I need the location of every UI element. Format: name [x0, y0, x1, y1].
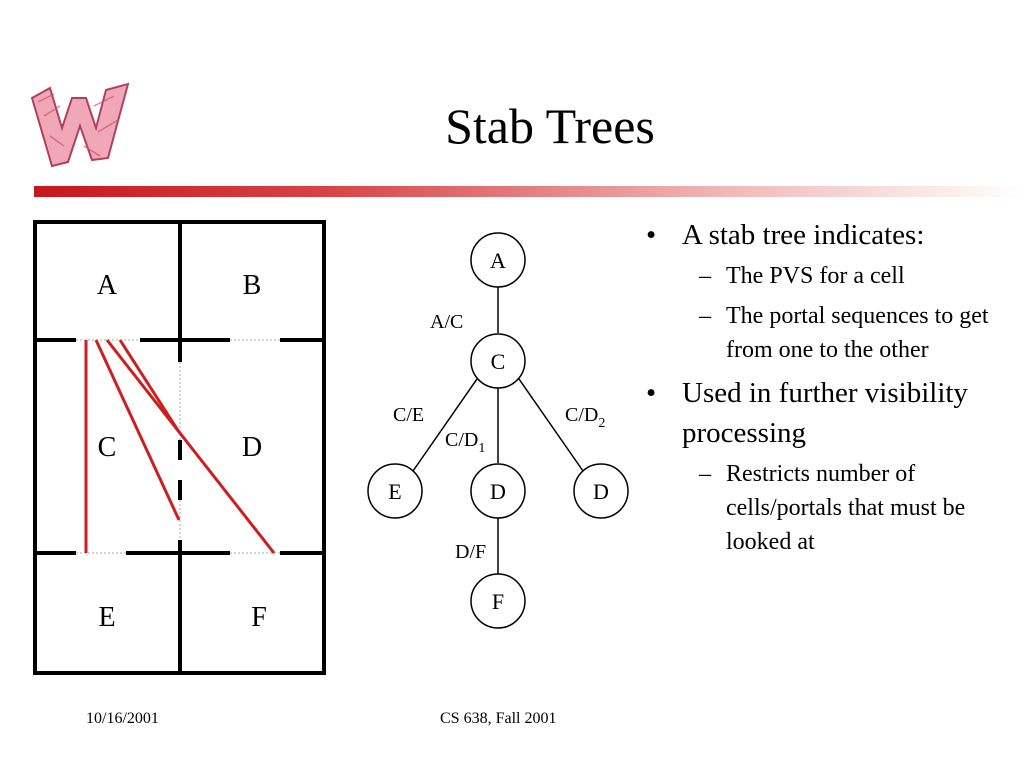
- sight-lines: [84, 339, 276, 554]
- tree-node-label-d2: D: [593, 479, 609, 504]
- tree-edge-cd2: [518, 378, 584, 472]
- bullet-dot-icon: •: [646, 377, 657, 409]
- title-divider: [34, 186, 1024, 197]
- sub-bullet-item: – The portal sequences to get from one t…: [646, 299, 1016, 367]
- tree-node-e: [367, 463, 423, 519]
- bullet-dot-icon: •: [646, 219, 657, 251]
- tree-node-label-c: C: [491, 349, 506, 374]
- tree-node-label-d1: D: [490, 479, 506, 504]
- sub-bullet-text: The portal sequences to get from one to …: [726, 303, 989, 363]
- edge-label-ac: A/C: [430, 311, 463, 333]
- edge-label-df: D/F: [455, 541, 486, 563]
- tree-node-d1: [470, 463, 526, 519]
- tree-node-label-f: F: [492, 589, 504, 614]
- edge-label-ce: C/E: [393, 404, 424, 426]
- sight-line: [105, 339, 276, 554]
- edge-label-cd2: C/D2: [565, 404, 605, 431]
- tree-node-a: [470, 232, 526, 288]
- cell-label-d: D: [242, 432, 262, 463]
- tree-node-label-a: A: [490, 248, 506, 273]
- cell-label-a: A: [97, 270, 118, 301]
- w-logo-icon: [30, 82, 130, 168]
- tree-node-labels: A C E D D F: [388, 248, 609, 614]
- cell-label-f: F: [251, 602, 267, 633]
- cell-label-e: E: [98, 602, 115, 633]
- bullet-item: • Used in further visibility processing: [646, 373, 1016, 453]
- tree-edge-labels: A/C C/E C/D1 C/D2 D/F: [393, 311, 605, 563]
- tree-node-label-e: E: [388, 479, 401, 504]
- bullet-text: Used in further visibility processing: [682, 377, 968, 449]
- sub-bullet-item: – Restricts number of cells/portals that…: [646, 457, 1016, 559]
- footer-date: 10/16/2001: [86, 710, 159, 727]
- sub-bullet-text: The PVS for a cell: [726, 263, 905, 289]
- cell-label-c: C: [98, 432, 117, 463]
- tree-node-d2: [573, 463, 629, 519]
- footer-course: CS 638, Fall 2001: [440, 710, 557, 727]
- dash-icon: –: [699, 461, 711, 487]
- cell-label-b: B: [243, 270, 262, 301]
- sub-bullet-item: – The PVS for a cell: [646, 259, 1016, 293]
- bullet-text: A stab tree indicates:: [682, 219, 925, 251]
- sight-line: [94, 339, 181, 521]
- dash-icon: –: [699, 303, 711, 329]
- bullet-item: • A stab tree indicates:: [646, 215, 1016, 255]
- edge-label-cd1: C/D1: [445, 429, 485, 456]
- sight-line: [118, 339, 181, 433]
- dash-icon: –: [699, 263, 711, 289]
- cell-grid: A B C D E F: [33, 220, 326, 675]
- tree-node-c: [470, 333, 526, 389]
- tree-edge-ce: [412, 378, 478, 472]
- tree-node-f: [470, 573, 526, 629]
- bullet-list: • A stab tree indicates: – The PVS for a…: [646, 215, 1016, 565]
- sub-bullet-text: Restricts number of cells/portals that m…: [726, 461, 966, 555]
- tree-nodes: [367, 232, 629, 629]
- slide-title: Stab Trees: [445, 98, 655, 154]
- tree-edges: [412, 287, 584, 574]
